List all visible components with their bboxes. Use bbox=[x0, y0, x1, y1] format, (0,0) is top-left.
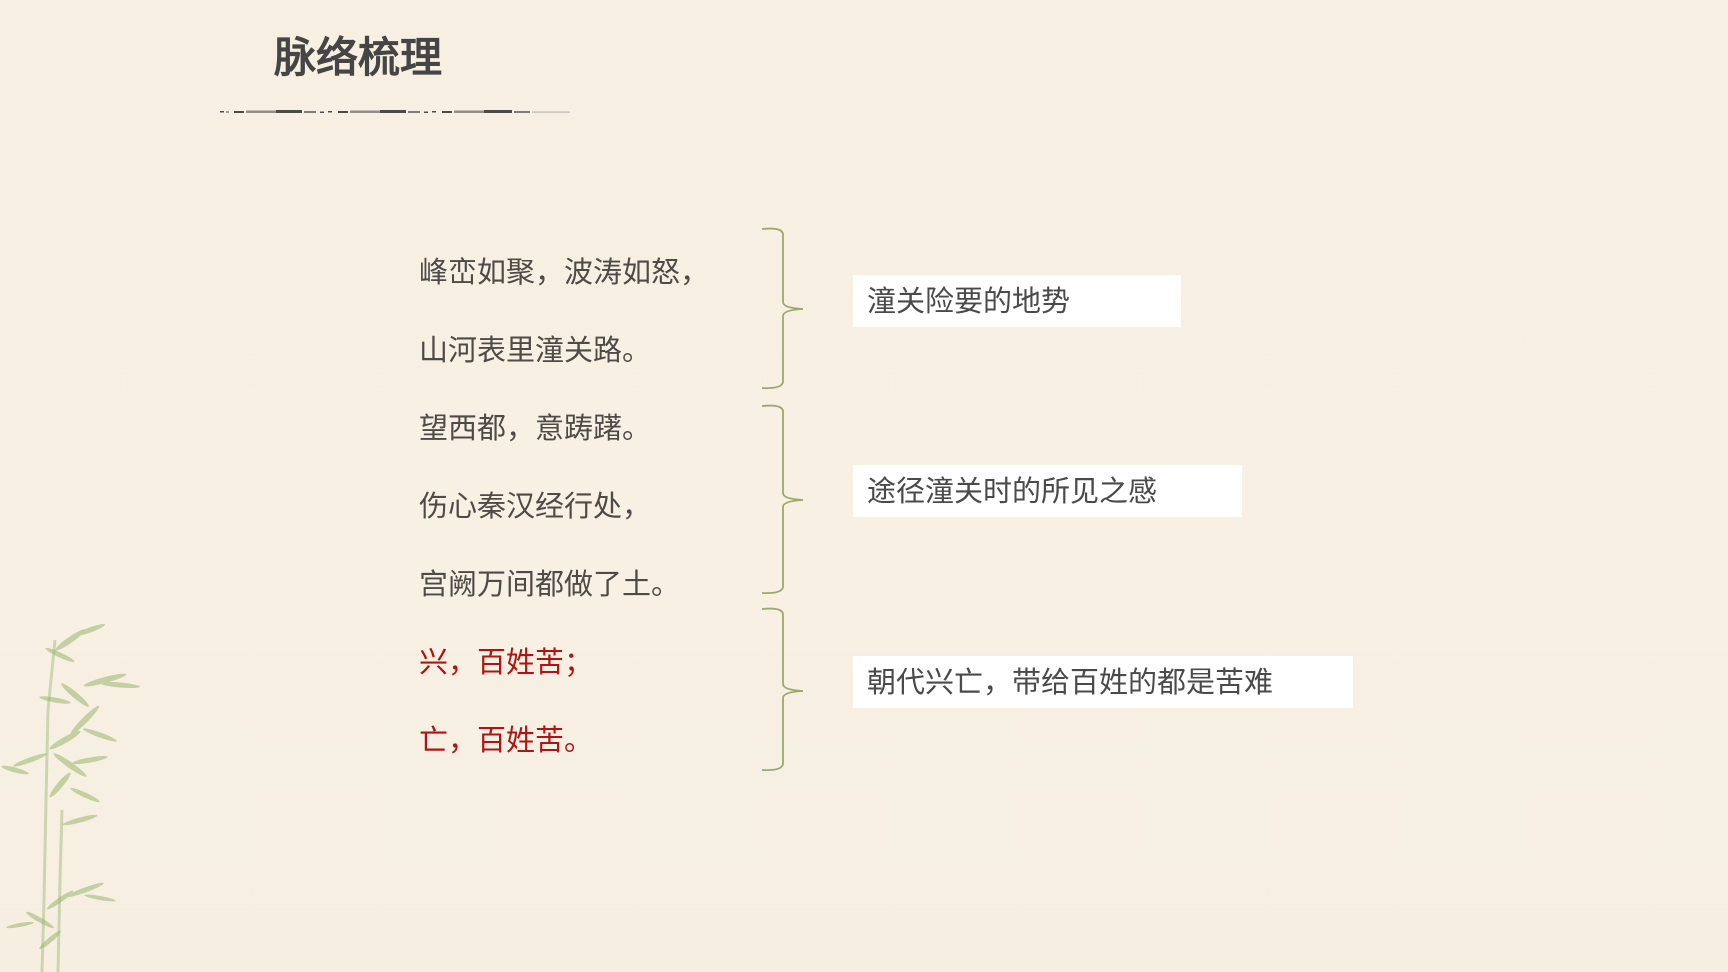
poem-line-6: 兴，百姓苦； bbox=[419, 645, 594, 679]
poem-line-4: 伤心秦汉经行处， bbox=[419, 489, 652, 523]
slide-title: 脉络梳理 bbox=[274, 33, 443, 82]
poem-line-2: 山河表里潼关路。 bbox=[419, 333, 652, 367]
summary-box-dynasty: 朝代兴亡，带给百姓的都是苦难 bbox=[853, 656, 1353, 708]
right-brace-icon bbox=[761, 607, 804, 772]
brush-divider bbox=[220, 110, 570, 113]
bamboo-icon bbox=[1, 624, 140, 972]
poem-line-7: 亡，百姓苦。 bbox=[419, 723, 594, 757]
right-brace-icon bbox=[761, 404, 804, 595]
right-brace-icon bbox=[761, 227, 804, 390]
poem-line-1: 峰峦如聚，波涛如怒， bbox=[419, 255, 710, 289]
poem-line-3: 望西都，意踌躇。 bbox=[419, 411, 652, 445]
poem-line-5: 宫阙万间都做了土。 bbox=[419, 567, 681, 601]
summary-box-terrain: 潼关险要的地势 bbox=[853, 275, 1181, 327]
summary-box-journey: 途径潼关时的所见之感 bbox=[853, 465, 1242, 517]
